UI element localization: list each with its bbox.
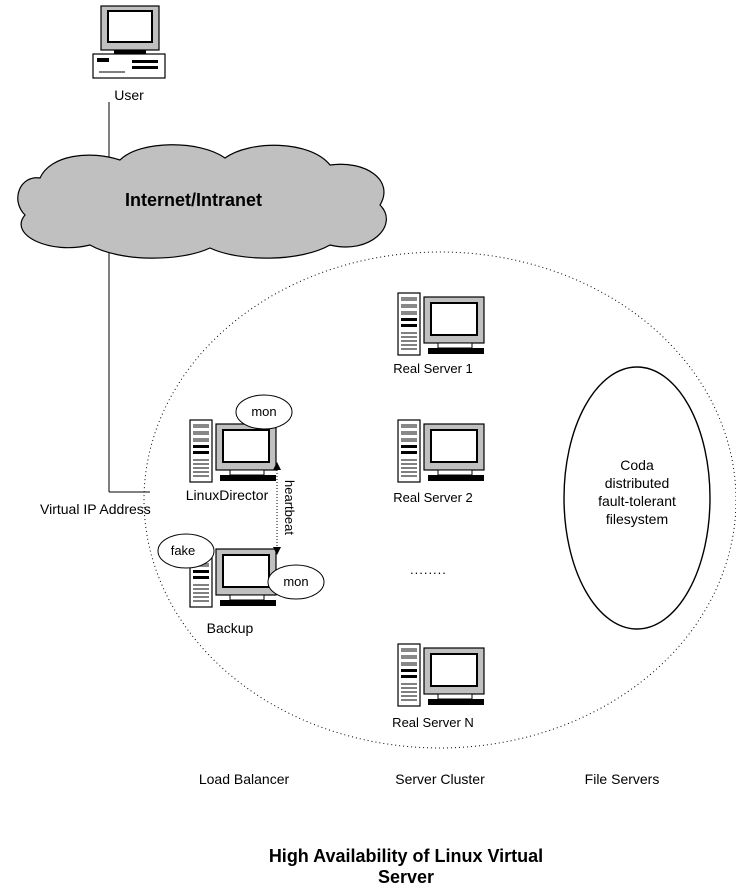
- heartbeat-arrow-down-icon: [273, 547, 281, 555]
- fake-text: fake: [170, 543, 196, 558]
- heartbeat-arrow-up-icon: [273, 462, 281, 470]
- virtual-ip-label: Virtual IP Address: [40, 501, 151, 517]
- internet-label: Internet/Intranet: [125, 190, 263, 210]
- mon-backup-text: mon: [283, 574, 309, 589]
- user-label: User: [114, 87, 144, 103]
- real-server-1-label: Real Server 1: [393, 361, 473, 376]
- linux-director-label: LinuxDirector: [185, 487, 269, 503]
- mon-director-bubble: [235, 394, 293, 430]
- mon-backup-bubble: [267, 564, 325, 600]
- mon-director-text: mon: [251, 404, 277, 419]
- heartbeat-label: heartbeat: [282, 480, 297, 535]
- coda-text: Coda distributed fault-tolerant filesyst…: [567, 456, 707, 528]
- real-server-n-label: Real Server N: [392, 715, 474, 730]
- backup-label: Backup: [206, 620, 254, 636]
- user-computer-icon: [92, 5, 166, 79]
- internet-cloud: [17, 144, 387, 259]
- real-server-n-icon: [397, 643, 485, 707]
- real-server-2-label: Real Server 2: [393, 490, 473, 505]
- diagram-title: High Availability of Linux Virtual Serve…: [268, 846, 544, 887]
- server-ellipsis: ........: [410, 562, 447, 577]
- real-server-1-icon: [397, 292, 485, 356]
- coda-line-1: Coda: [620, 457, 654, 473]
- file-servers-label: File Servers: [584, 771, 660, 787]
- real-server-2-icon: [397, 419, 485, 483]
- coda-ellipse: [563, 366, 711, 630]
- coda-line-2: distributed: [604, 475, 670, 491]
- load-balancer-label: Load Balancer: [198, 771, 290, 787]
- coda-line-3: fault-tolerant: [598, 493, 676, 509]
- coda-line-4: filesystem: [605, 511, 669, 527]
- server-cluster-label: Server Cluster: [395, 771, 485, 787]
- fake-bubble: [157, 533, 215, 569]
